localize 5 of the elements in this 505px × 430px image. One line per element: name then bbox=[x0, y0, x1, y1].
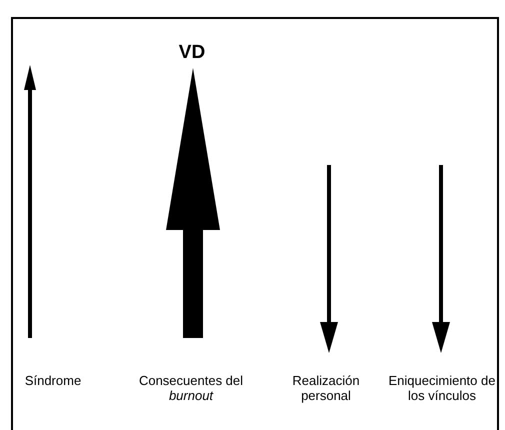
arrow-label: Eniquecimiento de los vínculos bbox=[388, 373, 496, 403]
arrow-label: Realización personal bbox=[291, 373, 361, 403]
arrow-label: Síndrome bbox=[24, 373, 82, 388]
arrow-label: Consecuentes del burnout bbox=[138, 373, 244, 403]
axis-label: VD bbox=[178, 45, 206, 60]
